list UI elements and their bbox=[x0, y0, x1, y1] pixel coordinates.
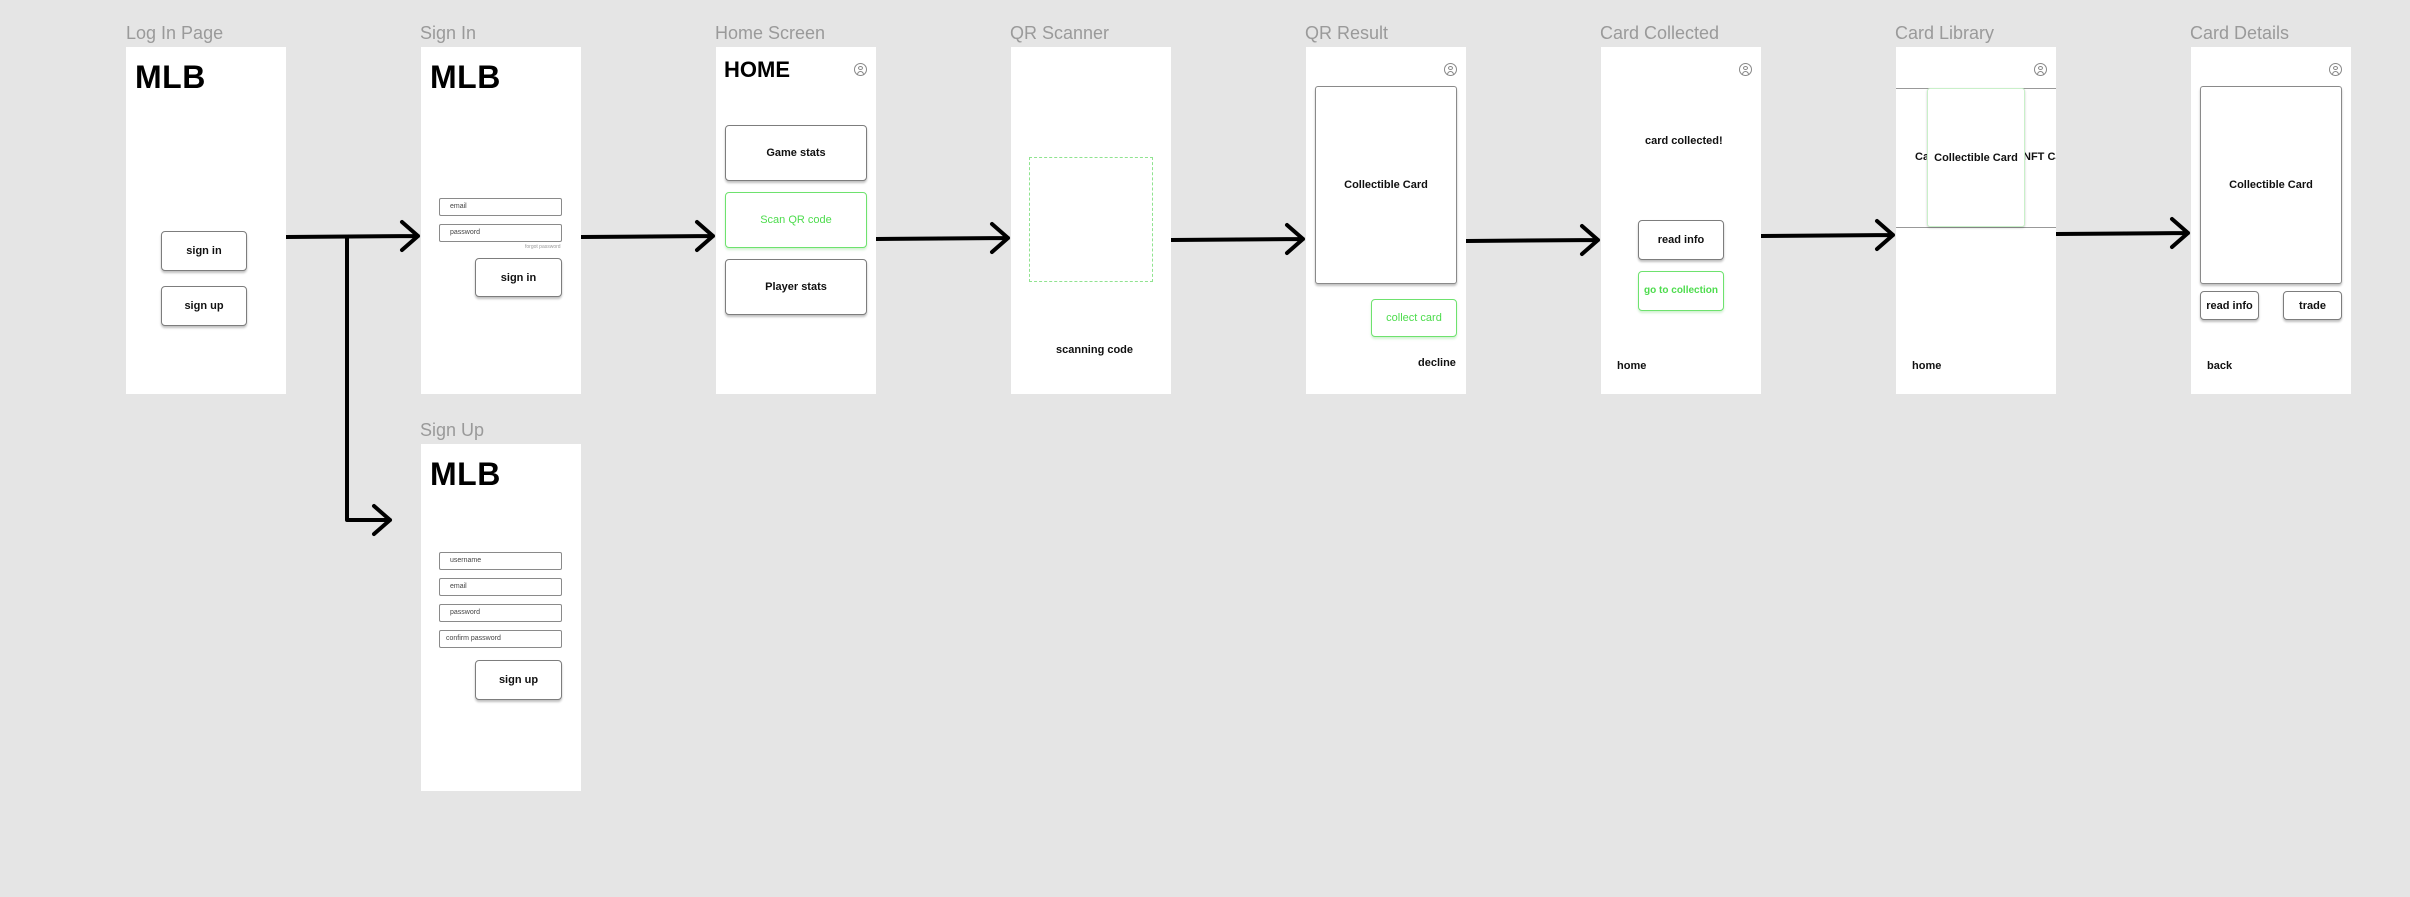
email-field[interactable]: email bbox=[439, 198, 562, 216]
mlb-logo: MLB bbox=[430, 59, 501, 95]
scanning-status: scanning code bbox=[1056, 344, 1134, 356]
player-stats-button[interactable]: Player stats bbox=[725, 259, 867, 315]
mlb-logo: MLB bbox=[135, 59, 206, 95]
signup-button[interactable]: sign up bbox=[161, 286, 247, 326]
collected-message: card collected! bbox=[1645, 135, 1723, 147]
collectible-card-selected[interactable]: Collectible Card bbox=[1927, 88, 2025, 227]
password-field[interactable]: password bbox=[439, 224, 562, 242]
frame-signup: MLB username email password confirm pass… bbox=[421, 444, 581, 791]
username-field[interactable]: username bbox=[439, 552, 562, 570]
collectible-card[interactable]: Collectible Card bbox=[1315, 86, 1457, 284]
password-field[interactable]: password bbox=[439, 604, 562, 622]
profile-icon[interactable] bbox=[854, 63, 867, 76]
frame-label-home: Home Screen bbox=[715, 23, 826, 43]
frame-scanner: scanning code bbox=[1011, 47, 1171, 394]
frame-result: Collectible Card collect card decline bbox=[1306, 47, 1466, 394]
signin-submit-button[interactable]: sign in bbox=[475, 258, 562, 297]
card-left[interactable]: Ca bbox=[1915, 151, 1930, 163]
carousel-bottom-line bbox=[1896, 227, 2056, 228]
arrow-signin-home bbox=[579, 220, 715, 252]
arrow-scanner-result bbox=[1169, 223, 1305, 255]
back-link[interactable]: back bbox=[2207, 360, 2233, 372]
profile-icon[interactable] bbox=[1444, 63, 1457, 76]
frame-label-result: QR Result bbox=[1305, 23, 1389, 43]
game-stats-button[interactable]: Game stats bbox=[725, 125, 867, 181]
forgot-password-link[interactable]: forgot password bbox=[525, 244, 561, 250]
signin-button[interactable]: sign in bbox=[161, 231, 247, 271]
frame-login: MLB sign in sign up bbox=[126, 47, 286, 394]
frame-label-library: Card Library bbox=[1895, 23, 1995, 43]
frame-details: Collectible Card read info trade back bbox=[2191, 47, 2351, 394]
trade-button[interactable]: trade bbox=[2283, 291, 2342, 320]
frame-signin: MLB email password forgot password sign … bbox=[421, 47, 581, 394]
profile-icon[interactable] bbox=[2329, 63, 2342, 76]
read-info-button[interactable]: read info bbox=[2200, 291, 2259, 320]
frame-label-login: Log In Page bbox=[126, 23, 224, 43]
frame-home: HOME Game stats Scan QR code Player stat… bbox=[716, 47, 876, 394]
home-link[interactable]: home bbox=[1617, 360, 1647, 372]
home-link[interactable]: home bbox=[1912, 360, 1942, 372]
decline-button[interactable]: decline bbox=[1418, 357, 1456, 369]
frame-collected: card collected! read info go to collecti… bbox=[1601, 47, 1761, 394]
frame-label-details: Card Details bbox=[2190, 23, 2290, 43]
scan-frame bbox=[1029, 157, 1153, 282]
collectible-card: Collectible Card bbox=[2200, 86, 2342, 284]
profile-icon[interactable] bbox=[1739, 63, 1752, 76]
scan-qr-button[interactable]: Scan QR code bbox=[725, 192, 867, 248]
collect-card-button[interactable]: collect card bbox=[1371, 299, 1457, 337]
signup-submit-button[interactable]: sign up bbox=[475, 660, 562, 700]
arrow-login-signin bbox=[284, 220, 420, 252]
read-info-button[interactable]: read info bbox=[1638, 220, 1724, 260]
arrow-home-scanner bbox=[874, 222, 1010, 254]
mlb-logo: MLB bbox=[430, 456, 501, 492]
arrow-result-collected bbox=[1464, 224, 1600, 256]
arrow-collected-library bbox=[1759, 219, 1895, 251]
arrow-login-signup bbox=[345, 235, 392, 536]
page-title: HOME bbox=[724, 57, 790, 82]
confirm-password-field[interactable]: confirm password bbox=[439, 630, 562, 648]
card-right[interactable]: NFT Ca bbox=[2023, 151, 2056, 163]
frame-label-collected: Card Collected bbox=[1600, 23, 1720, 43]
arrow-library-details bbox=[2054, 217, 2190, 249]
frame-label-signup: Sign Up bbox=[420, 420, 485, 440]
go-to-collection-button[interactable]: go to collection bbox=[1638, 271, 1724, 311]
frame-label-scanner: QR Scanner bbox=[1010, 23, 1110, 43]
profile-icon[interactable] bbox=[2034, 63, 2047, 76]
email-field[interactable]: email bbox=[439, 578, 562, 596]
frame-label-signin: Sign In bbox=[420, 23, 477, 43]
frame-library: Ca NFT Ca Collectible Card home bbox=[1896, 47, 2056, 394]
